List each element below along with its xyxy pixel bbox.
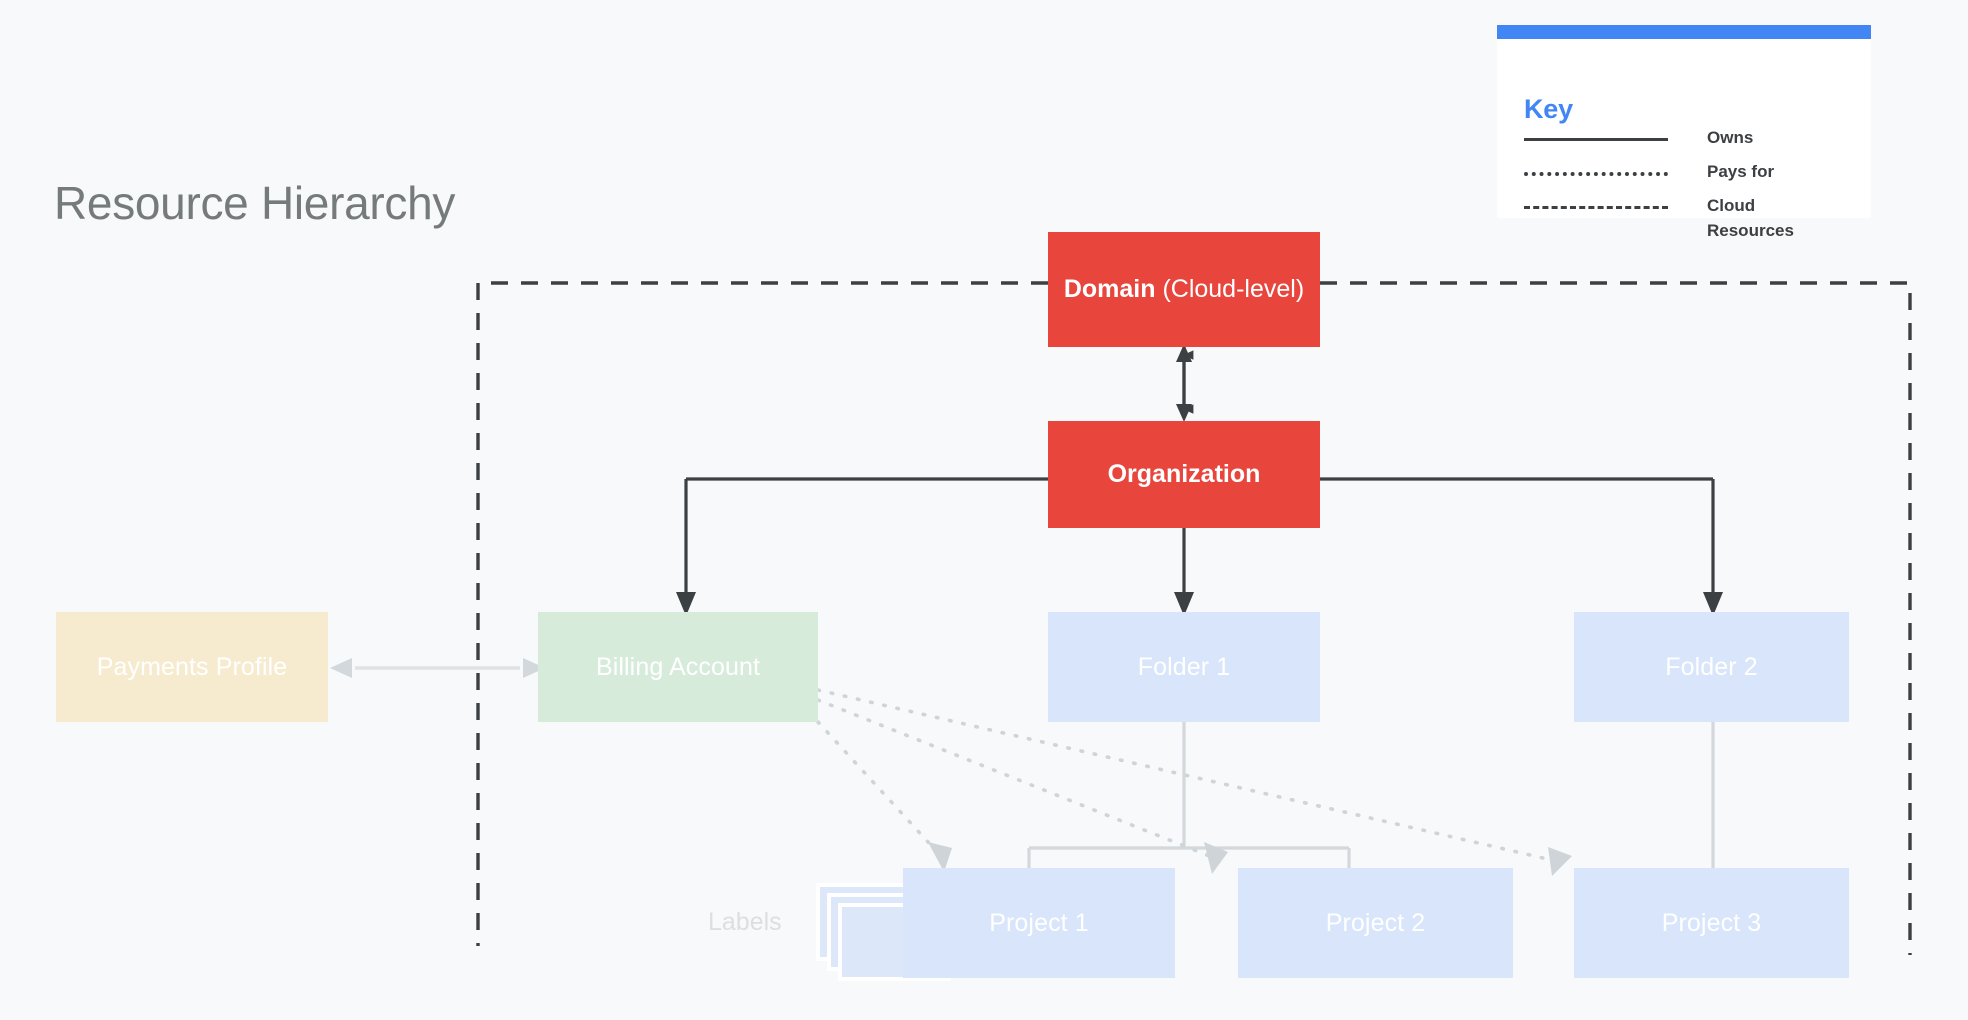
edge-billing-project1	[816, 720, 942, 857]
legend-rows: Owns Pays for Cloud Resources	[1524, 125, 1854, 240]
node-project-2[interactable]: Project 2	[1238, 868, 1513, 978]
legend-accent-bar	[1497, 25, 1871, 39]
node-project-3-label: Project 3	[1661, 908, 1762, 937]
node-folder-1-label: Folder 1	[1137, 652, 1231, 681]
cloud-resources-boundary	[476, 281, 1048, 946]
solid-line-sample	[1524, 138, 1668, 141]
legend-label-owns: Owns	[1707, 128, 1754, 147]
node-project-3[interactable]: Project 3	[1574, 868, 1849, 978]
legend-row-owns: Owns	[1524, 125, 1854, 159]
node-billing-account-label: Billing Account	[595, 652, 761, 681]
legend-label-pays-for: Pays for	[1707, 162, 1775, 181]
labels-caption: Labels	[708, 908, 782, 936]
node-organization[interactable]: Organization	[1048, 421, 1320, 528]
node-payments-profile-label: Payments Profile	[96, 652, 288, 681]
node-domain-label-bold: Domain	[1063, 275, 1156, 303]
node-folder-2[interactable]: Folder 2	[1574, 612, 1849, 722]
node-domain[interactable]: Domain (Cloud-level)	[1048, 232, 1320, 347]
dotted-line-sample	[1524, 172, 1668, 176]
node-folder-1[interactable]: Folder 1	[1048, 612, 1320, 722]
edge-billing-project2	[816, 698, 1214, 859]
legend-label-cloud-resources: Cloud Resources	[1707, 196, 1794, 240]
legend-row-pays-for: Pays for	[1524, 159, 1854, 193]
node-folder-2-label: Folder 2	[1665, 652, 1758, 681]
dashed-line-sample	[1524, 206, 1668, 209]
page-title: Resource Hierarchy	[54, 177, 456, 229]
node-project-1[interactable]: Project 1	[903, 868, 1175, 978]
node-billing-account[interactable]: Billing Account	[538, 612, 818, 722]
legend-panel: Key Owns Pays for Cloud Resources	[1497, 25, 1871, 240]
legend-heading: Key	[1524, 94, 1573, 124]
node-project-2-label: Project 2	[1325, 908, 1426, 937]
node-domain-label-rest: (Cloud-level)	[1155, 275, 1305, 303]
cloud-resources-boundary-right	[1320, 281, 1912, 955]
node-domain-label: Domain (Cloud-level)	[1064, 275, 1304, 304]
node-project-1-label: Project 1	[989, 908, 1089, 937]
edge-billing-project3	[816, 688, 1558, 863]
node-organization-label: Organization	[1107, 460, 1261, 488]
node-payments-profile[interactable]: Payments Profile	[56, 612, 328, 722]
legend-row-cloud-resources: Cloud Resources	[1524, 193, 1854, 240]
